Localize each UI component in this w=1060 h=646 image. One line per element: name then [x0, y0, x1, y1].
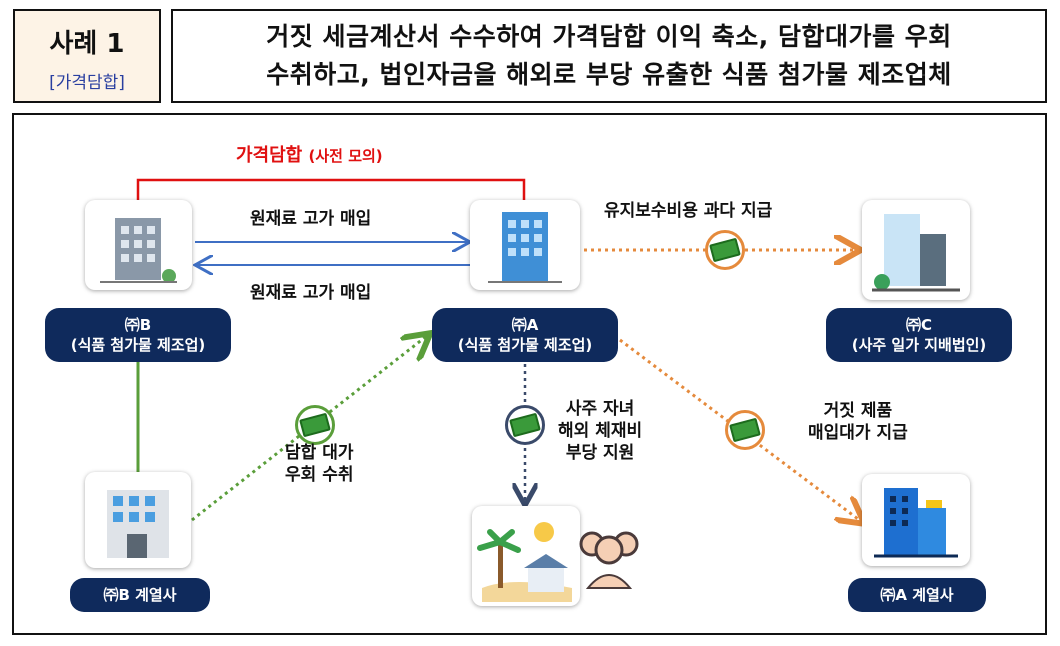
company-c-name: ㈜C: [905, 316, 932, 334]
collusion-title: 가격담합: [236, 145, 303, 166]
case-title: 사례 1: [49, 29, 125, 59]
kickback-line-1: 담합 대가: [285, 443, 354, 463]
label-maintenance: 유지보수비용 과다 지급: [604, 201, 773, 221]
company-b-desc: (식품 첨가물 제조업): [70, 336, 206, 354]
company-b-name: ㈜B: [124, 316, 152, 334]
node-company-b: ㈜B (식품 첨가물 제조업): [45, 308, 231, 362]
company-a-icon: [470, 200, 580, 290]
a-affiliate-icon: [862, 474, 970, 566]
money-icon: [505, 405, 545, 445]
title-line-2: 수취하고, 법인자금을 해외로 부당 유출한 식품 첨가물 제조업체: [266, 60, 952, 89]
company-c-icon: [862, 200, 970, 300]
label-b-to-a: 원재료 고가 매입: [250, 209, 372, 229]
title-box: 거짓 세금계산서 수수하여 가격담합 이익 축소, 담합대가를 우회 수취하고,…: [171, 9, 1047, 103]
children-line-1: 사주 자녀: [565, 399, 635, 419]
line-a-to-a-affiliate: [619, 338, 862, 522]
node-company-a: ㈜A (식품 첨가물 제조업): [432, 308, 618, 362]
kickback-line-2: 우회 수취: [285, 465, 354, 485]
collusion-note: (사전 모의): [308, 147, 383, 165]
node-company-c: ㈜C (사주 일가 지배법인): [826, 308, 1012, 362]
label-kickback: 담합 대가 우회 수취: [285, 442, 353, 486]
b-affiliate-icon: [85, 472, 191, 568]
fake-line-2: 매입대가 지급: [808, 423, 908, 443]
case-category: [가격담합]: [49, 73, 125, 93]
money-icon: [705, 230, 745, 270]
diagram-frame: [12, 113, 1047, 635]
collusion-bracket: [136, 178, 526, 205]
company-c-desc: (사주 일가 지배법인): [851, 336, 987, 354]
node-a-affiliate: ㈜A 계열사: [848, 578, 986, 612]
company-a-desc: (식품 첨가물 제조업): [457, 336, 593, 354]
title-line-1: 거짓 세금계산서 수수하여 가격담합 이익 축소, 담합대가를 우회: [266, 22, 952, 51]
case-box: 사례 1 [가격담합]: [13, 9, 161, 103]
overseas-vacation-icon: [472, 506, 580, 606]
company-b-icon: [85, 200, 192, 290]
children-line-2: 해외 체재비: [558, 421, 643, 441]
family-icon: [574, 520, 644, 590]
money-icon: [725, 410, 765, 450]
children-line-3: 부당 지원: [565, 443, 635, 463]
label-fake-purchase: 거짓 제품 매입대가 지급: [808, 400, 908, 444]
fake-line-1: 거짓 제품: [823, 401, 893, 421]
collusion-label: 가격담합 (사전 모의): [236, 145, 383, 167]
company-a-name: ㈜A: [511, 316, 539, 334]
node-b-affiliate: ㈜B 계열사: [70, 578, 210, 612]
label-children-support: 사주 자녀 해외 체재비 부당 지원: [558, 398, 642, 464]
label-a-to-b: 원재료 고가 매입: [250, 283, 372, 303]
money-icon: [295, 405, 335, 445]
